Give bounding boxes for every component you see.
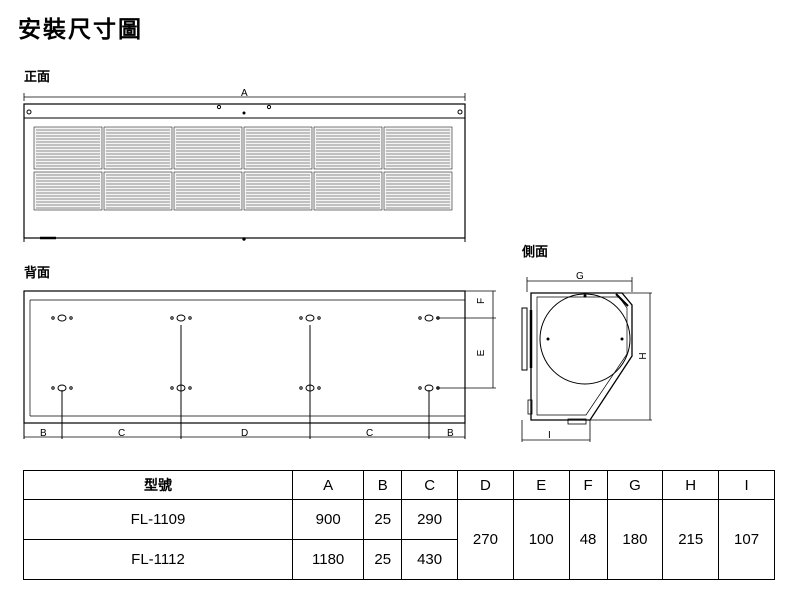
table-header-row: 型號 A B C D E F G H I [23,470,775,500]
back-view-drawing [23,290,496,439]
model-cell: FL-1112 [23,539,293,580]
side-dimension-labels: G H I [548,271,649,441]
dim-e: E [476,349,487,356]
header-h: H [662,470,720,500]
header-a: A [291,470,365,500]
dim-b-right: B [447,428,454,439]
cell-c: 290 [401,499,459,540]
dim-d: D [241,428,248,439]
header-c: C [401,470,459,500]
model-cell: FL-1109 [23,499,293,540]
back-view-label: 背面 [24,266,51,281]
page-title: 安裝尺寸圖 [18,17,143,43]
table-row: FL-1109 900 25 290 270 100 48 180 215 10… [23,499,775,580]
header-b: B [363,470,403,500]
cell-b: 25 [363,499,403,540]
dimension-table: 型號 A B C D E F G H I FL-1109 900 25 290 … [23,470,775,580]
side-view-label: 側面 [522,245,549,260]
cell-b: 25 [363,539,403,580]
header-e: E [512,470,570,500]
dim-f: F [476,298,487,304]
header-g: G [606,470,664,500]
cell-a: 900 [291,499,365,540]
side-view-drawing [521,277,652,442]
cell-h: 215 [662,499,720,580]
cell-a: 1180 [291,539,365,580]
header-d: D [457,470,514,500]
dim-h: H [638,352,649,359]
dim-g: G [576,271,584,282]
cell-i: 107 [718,499,775,580]
dim-c-right: C [366,428,373,439]
cell-c: 430 [401,539,459,580]
cell-d: 270 [457,499,514,580]
header-i: I [718,470,775,500]
dim-b-left: B [40,428,47,439]
dim-c-left: C [118,428,125,439]
header-f: F [568,470,608,500]
front-view-label: 正面 [24,70,51,85]
front-view-drawing [23,93,466,242]
cell-g: 180 [606,499,664,580]
cell-e: 100 [512,499,570,580]
dim-a: A [241,88,248,99]
table-row: FL-1112 1180 25 430 [23,539,775,580]
back-dimension-labels: B C D C B F E [40,298,487,439]
dim-i: I [548,430,551,441]
cell-f: 48 [568,499,608,580]
header-model: 型號 [23,470,293,500]
